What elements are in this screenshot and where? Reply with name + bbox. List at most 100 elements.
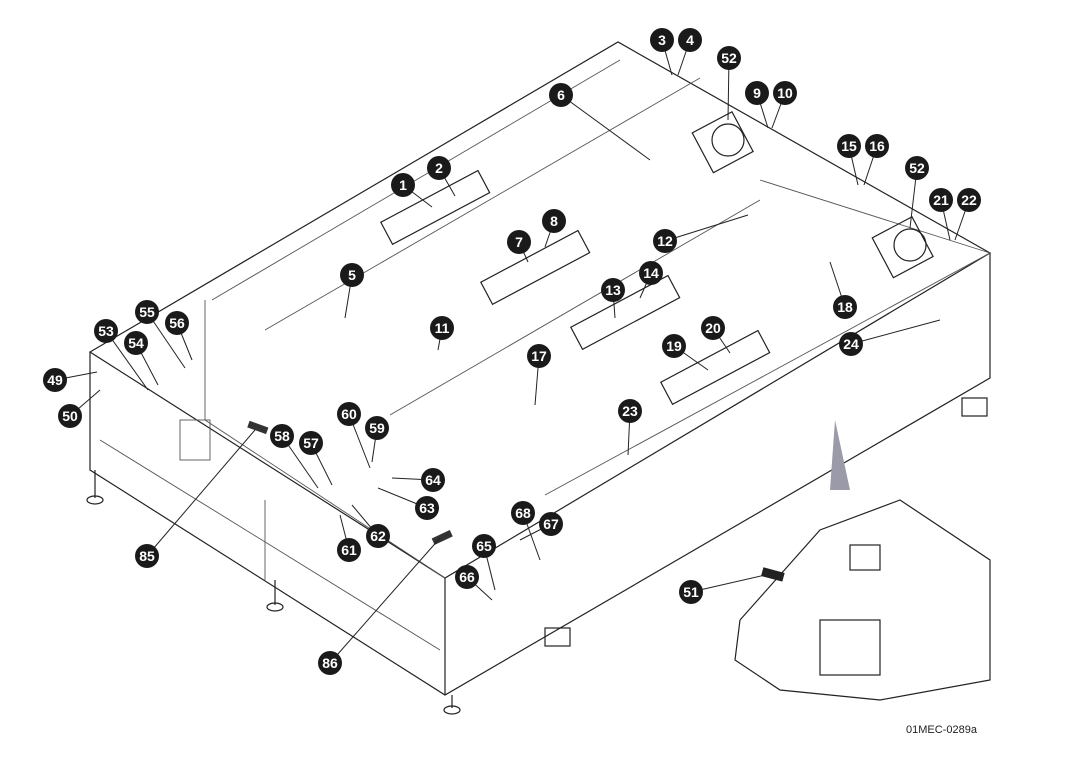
callout-number: 12 [657,233,673,249]
callout-59: 59 [365,416,389,440]
callout-number: 54 [128,335,144,351]
callout-circle [318,651,342,675]
callout-23: 23 [618,399,642,423]
callout-circle [415,496,439,520]
inset-detail [734,420,991,701]
callout-number: 52 [909,160,925,176]
leader-line [146,429,256,557]
callout-52: 52 [905,156,929,180]
callout-8: 8 [542,209,566,233]
callout-61: 61 [337,538,361,562]
callout-number: 51 [683,584,699,600]
callout-number: 60 [341,406,357,422]
callout-85: 85 [135,544,159,568]
callout-number: 85 [139,548,155,564]
callout-circle [270,424,294,448]
table-outline [86,41,992,715]
callout-number: 67 [543,516,559,532]
callout-circle [549,83,573,107]
callout-circle [94,319,118,343]
callout-11: 11 [430,316,454,340]
callout-number: 17 [531,348,547,364]
callout-number: 5 [348,267,356,283]
callout-number: 20 [705,320,721,336]
callout-number: 3 [658,32,666,48]
callout-circle [839,332,863,356]
callout-number: 15 [841,138,857,154]
callout-7: 7 [507,230,531,254]
callout-5: 5 [340,263,364,287]
callout-number: 52 [721,50,737,66]
callout-circle [337,402,361,426]
callout-circle [124,331,148,355]
callout-21: 21 [929,188,953,212]
callout-number: 18 [837,299,853,315]
callout-number: 57 [303,435,319,451]
callout-circle [837,134,861,158]
callout-number: 62 [370,528,386,544]
callout-number: 66 [459,569,475,585]
callout-circle [299,431,323,455]
callout-53: 53 [94,319,118,343]
callout-circle [421,468,445,492]
callout-circle [365,416,389,440]
callout-number: 2 [435,160,443,176]
callout-circle [427,156,451,180]
callout-circle [678,28,702,52]
callout-4: 4 [678,28,702,52]
callout-circle [745,81,769,105]
callout-circle [366,524,390,548]
callout-19: 19 [662,334,686,358]
callout-circle [662,334,686,358]
callout-50: 50 [58,404,82,428]
callout-circle [430,316,454,340]
callout-1: 1 [391,173,415,197]
callout-58: 58 [270,424,294,448]
callout-10: 10 [773,81,797,105]
callout-circle [455,565,479,589]
callout-circle [618,399,642,423]
callout-51: 51 [679,580,703,604]
callout-18: 18 [833,295,857,319]
callout-circle [58,404,82,428]
callout-52: 52 [717,46,741,70]
callout-number: 49 [47,372,63,388]
callout-57: 57 [299,431,323,455]
callout-number: 13 [605,282,621,298]
callout-circle [135,544,159,568]
figure-id: 01MEC-0289a [906,724,977,736]
callout-number: 4 [686,32,694,48]
callout-66: 66 [455,565,479,589]
callout-circle [135,300,159,324]
callout-circle [539,512,563,536]
callout-12: 12 [653,229,677,253]
callout-number: 11 [435,320,450,336]
cylinders [379,110,934,406]
callout-number: 68 [515,505,531,521]
callout-number: 1 [399,177,407,193]
callout-number: 21 [933,192,949,208]
callout-circle [653,229,677,253]
callout-number: 16 [869,138,885,154]
callout-17: 17 [527,344,551,368]
callout-64: 64 [421,468,445,492]
callout-number: 63 [419,500,435,516]
callout-circle [542,209,566,233]
callout-49: 49 [43,368,67,392]
callout-54: 54 [124,331,148,355]
callout-circle [507,230,531,254]
callout-65: 65 [472,534,496,558]
leader-line [560,94,651,161]
callout-number: 58 [274,428,290,444]
callout-3: 3 [650,28,674,52]
callout-number: 8 [550,213,558,229]
callout-86: 86 [318,651,342,675]
callout-number: 9 [753,85,761,101]
callout-22: 22 [957,188,981,212]
leader-lines [54,39,970,664]
callout-number: 61 [341,542,357,558]
callout-number: 50 [62,408,78,424]
callout-number: 53 [98,323,114,339]
callout-number: 22 [961,192,977,208]
